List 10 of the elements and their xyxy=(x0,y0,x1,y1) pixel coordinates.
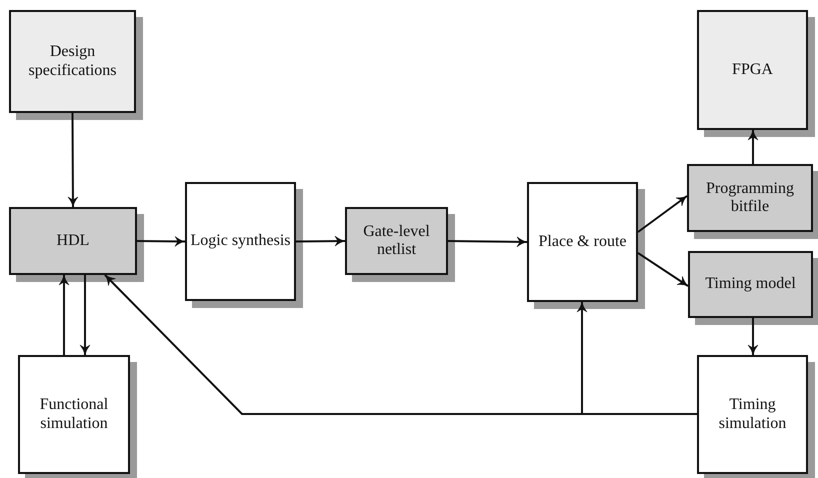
node-label: Timing simulation xyxy=(718,396,788,433)
node-label: Functional simulation xyxy=(38,396,110,433)
node-label: Programming bitfile xyxy=(705,180,795,216)
node-label: Logic synthesis xyxy=(190,232,290,251)
node-label: Place & route xyxy=(538,232,626,252)
node-label: FPGA xyxy=(732,60,773,80)
node-label: Timing model xyxy=(705,275,796,294)
node-label: Gate-level netlist xyxy=(362,222,431,260)
node-label: HDL xyxy=(56,232,90,250)
node-label: Design specifications xyxy=(28,43,118,80)
